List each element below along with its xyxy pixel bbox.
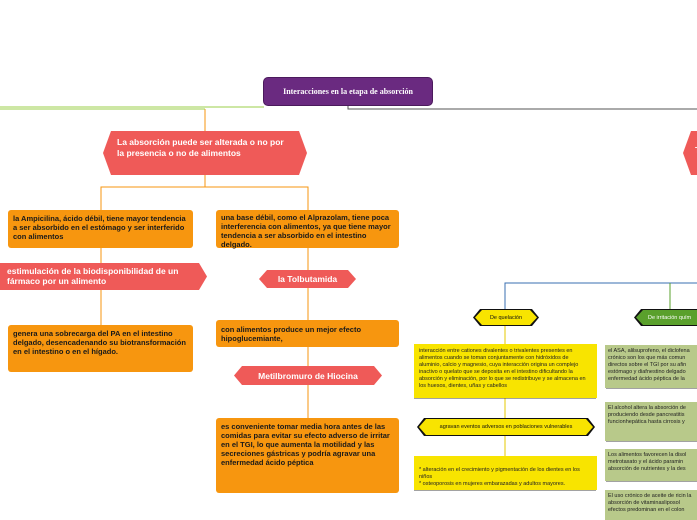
alcohol-text: El alcohol altera la absorción de produc… bbox=[608, 405, 686, 425]
hipoglucemiante-text: con alimentos produce un mejor efecto hi… bbox=[221, 325, 362, 343]
quelacion-description: interacción entre cationes divalentes o … bbox=[419, 348, 586, 389]
alprazolam-text: una base débil, como el Alprazolam, tien… bbox=[221, 213, 391, 249]
quelacion-text: De quelación bbox=[489, 314, 523, 321]
alteracion-node[interactable]: * alteración en el crecimiento y pigment… bbox=[414, 456, 597, 490]
ricino-text: El uso crónico de aceite de ricin la abs… bbox=[608, 493, 692, 513]
hipoglucemiante-node[interactable]: con alimentos produce un mejor efecto hi… bbox=[216, 320, 399, 347]
ampicilina-node[interactable]: la Ampicilina, ácido débil, tiene mayor … bbox=[8, 210, 193, 248]
ampicilina-text: la Ampicilina, ácido débil, tiene mayor … bbox=[13, 214, 186, 241]
quelacion-node[interactable]: De quelación bbox=[475, 310, 537, 325]
tolbutamida-text: la Tolbutamida bbox=[277, 274, 338, 284]
alteracion-text: * alteración en el crecimiento y pigment… bbox=[419, 467, 580, 487]
tolbutamida-node[interactable]: la Tolbutamida bbox=[259, 270, 356, 288]
ricino-node[interactable]: El uso crónico de aceite de ricin la abs… bbox=[605, 490, 697, 520]
metilbromuro-node[interactable]: Metilbromuro de Hiocina bbox=[234, 366, 382, 385]
alimentos-text: Los alimentos favorecen la disol metrota… bbox=[608, 452, 687, 472]
main-topic-label: La absorción puede ser alterada o no por… bbox=[117, 137, 284, 158]
alprazolam-node[interactable]: una base débil, como el Alprazolam, tien… bbox=[216, 210, 399, 249]
agravan-node[interactable]: agravan eventos adversos en poblaciones … bbox=[419, 419, 593, 435]
main-topic-right-label: T bbox=[695, 145, 697, 155]
metilbromuro-text: Metilbromuro de Hiocina bbox=[258, 370, 358, 381]
root-title: Interacciones en la etapa de absorción bbox=[283, 87, 413, 96]
root-topic[interactable]: Interacciones en la etapa de absorción bbox=[264, 78, 432, 105]
conveniente-text: es conveniente tomar media hora antes de… bbox=[221, 422, 390, 467]
alimentos-node[interactable]: Los alimentos favorecen la disol metrota… bbox=[605, 449, 697, 481]
sobrecarga-node[interactable]: genera una sobrecarga del PA en el intes… bbox=[8, 325, 193, 372]
agravan-text: agravan eventos adversos en poblaciones … bbox=[439, 424, 573, 430]
asa-text: el ASA, alilsuprofeno, el diclofena crón… bbox=[608, 348, 690, 382]
main-topic-absorcion[interactable]: La absorción puede ser alterada o no por… bbox=[103, 131, 307, 175]
alcohol-node[interactable]: El alcohol altera la absorción de produc… bbox=[605, 402, 697, 441]
asa-node[interactable]: el ASA, alilsuprofeno, el diclofena crón… bbox=[605, 345, 697, 388]
estimulacion-node[interactable]: estimulación de la biodisponibilidad de … bbox=[0, 263, 207, 290]
conveniente-node[interactable]: es conveniente tomar media hora antes de… bbox=[216, 418, 399, 493]
irritacion-node[interactable]: De irritación quím bbox=[636, 310, 697, 325]
sobrecarga-text: genera una sobrecarga del PA en el intes… bbox=[13, 329, 186, 356]
irritacion-text: De irritación quím bbox=[648, 314, 692, 321]
estimulacion-text: estimulación de la biodisponibilidad de … bbox=[7, 266, 179, 286]
quelacion-text-node[interactable]: interacción entre cationes divalentes o … bbox=[414, 344, 597, 398]
